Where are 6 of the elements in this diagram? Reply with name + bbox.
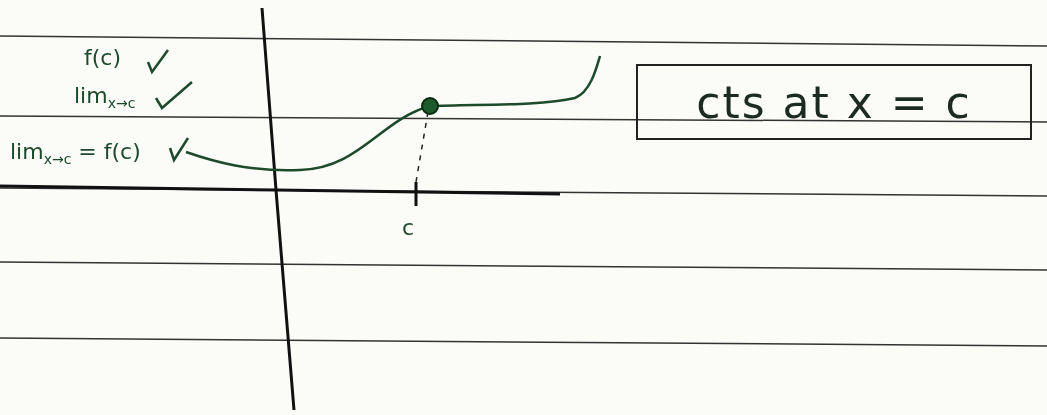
condition-text: f(c) [84, 46, 121, 71]
conclusion-box [636, 64, 1032, 140]
condition-text: lim$_{x→c}$ = f(c) [10, 140, 141, 168]
conclusion-text: cts at x = c [696, 76, 972, 128]
axis-label: c [402, 216, 415, 241]
condition-text: lim$_{x→c}$ [74, 84, 136, 112]
